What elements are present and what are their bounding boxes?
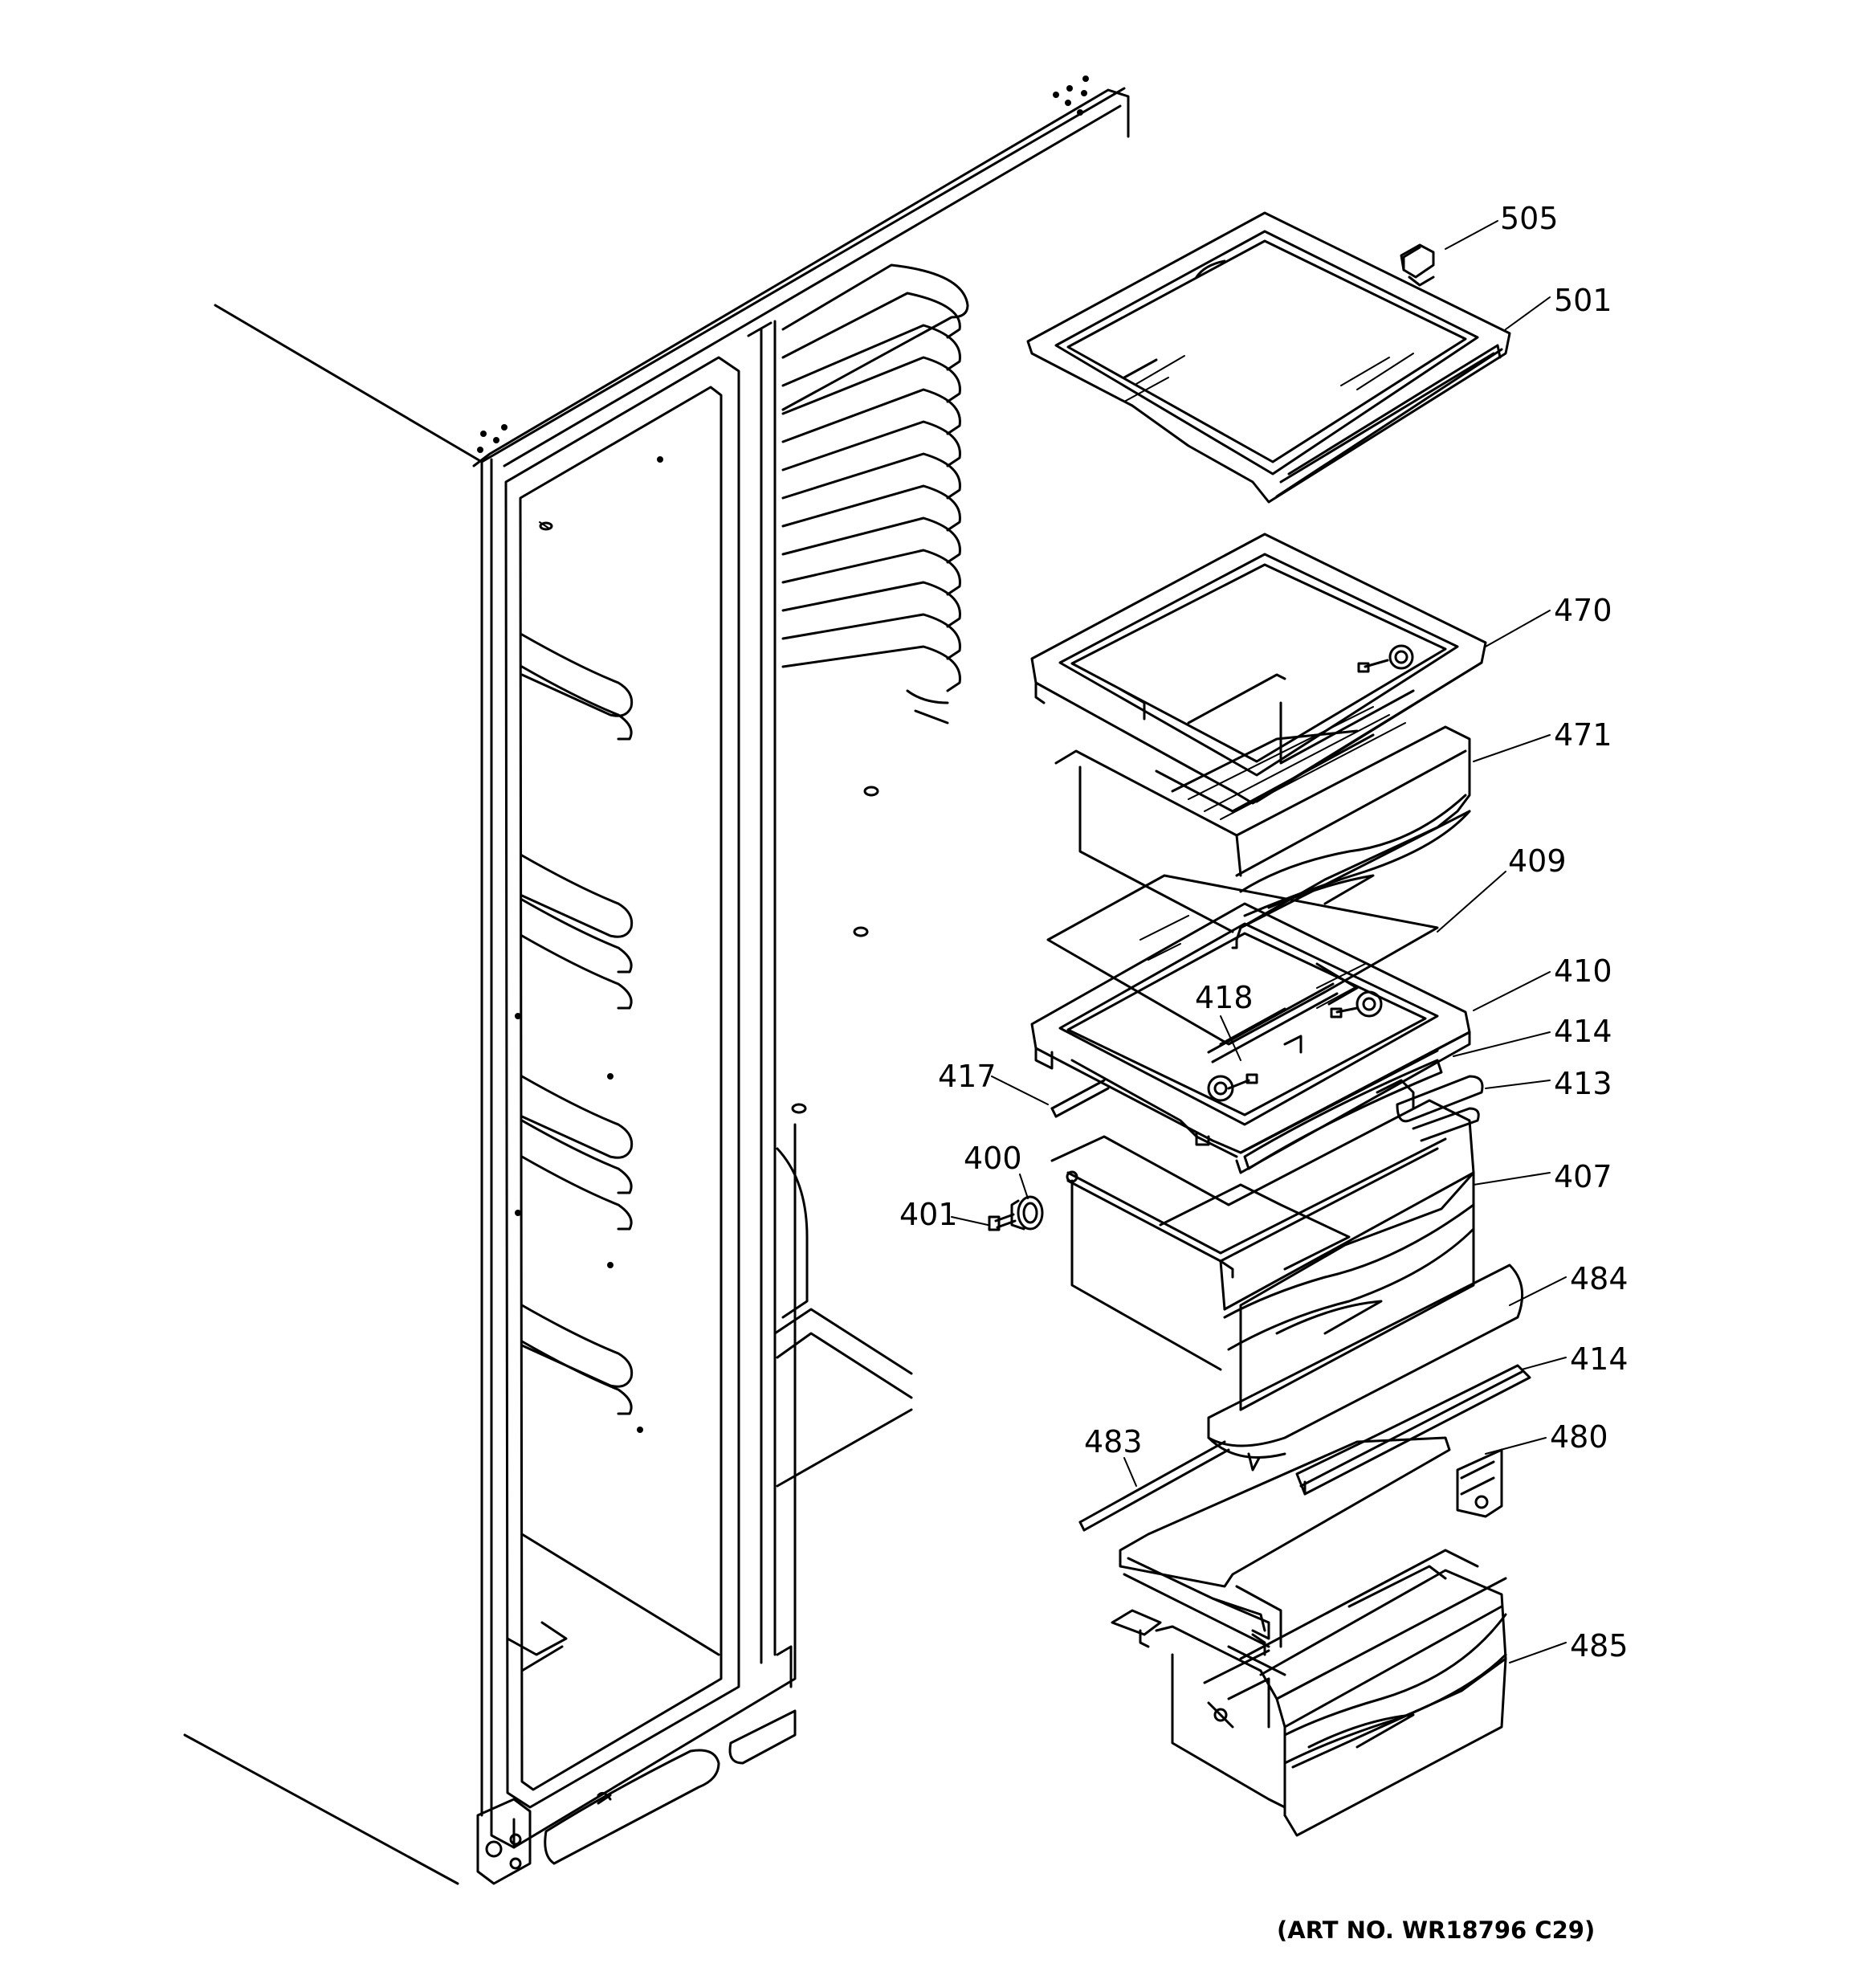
label-484: 484 — [1570, 1261, 1629, 1296]
part-409-glass — [1046, 874, 1439, 1046]
leader-lines — [951, 220, 1567, 1663]
part-labels: 505 501 470 471 409 410 418 414 413 417 … — [899, 201, 1629, 1944]
part-410-pan-support-frame — [1030, 902, 1471, 1174]
part-407-pan — [1050, 1099, 1475, 1411]
label-401: 401 — [899, 1197, 958, 1232]
part-505-shelf-clip — [1400, 243, 1435, 287]
label-470: 470 — [1554, 593, 1612, 628]
part-480-slide-rail — [1456, 1448, 1503, 1518]
label-471: 471 — [1554, 717, 1612, 753]
label-400: 400 — [964, 1141, 1022, 1176]
label-407: 407 — [1554, 1159, 1612, 1194]
label-414-lower: 414 — [1570, 1341, 1629, 1377]
part-414-gasket-upper — [1243, 1049, 1443, 1170]
part-418-rod — [1207, 982, 1339, 1063]
label-485: 485 — [1570, 1628, 1629, 1663]
label-417: 417 — [938, 1059, 997, 1094]
label-413: 413 — [1554, 1066, 1612, 1101]
part-501-glass-shelf — [1026, 211, 1511, 504]
part-417-rod — [1050, 1079, 1110, 1118]
label-409: 409 — [1508, 843, 1567, 879]
label-410: 410 — [1554, 953, 1612, 989]
label-501: 501 — [1554, 283, 1612, 318]
refrigerator-cabinet — [183, 76, 1130, 1885]
label-505: 505 — [1500, 201, 1559, 236]
part-414-gasket-lower — [1295, 1364, 1531, 1496]
label-418: 418 — [1195, 980, 1254, 1015]
label-414-upper: 414 — [1554, 1014, 1612, 1049]
part-471-pan — [1054, 673, 1471, 949]
label-483: 483 — [1084, 1424, 1143, 1459]
art-number: (ART NO. WR18796 C29) — [1277, 1917, 1595, 1944]
part-485-bottom-drawer — [1111, 1436, 1507, 1837]
label-480: 480 — [1550, 1419, 1608, 1455]
part-400-knob — [1010, 1195, 1044, 1231]
part-401-screw — [988, 1213, 1017, 1231]
part-483-rod — [1078, 1440, 1230, 1532]
